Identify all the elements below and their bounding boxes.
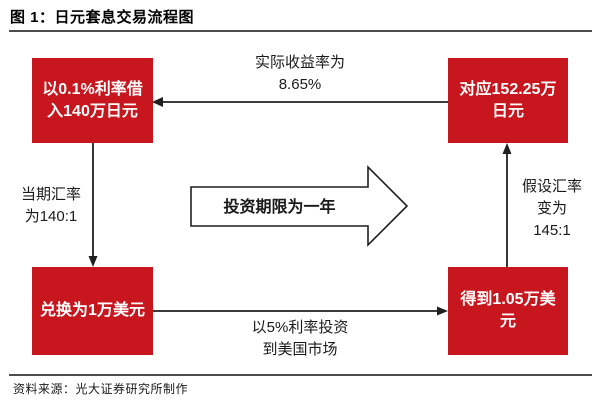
label-investment-period: 投资期限为一年: [223, 199, 336, 216]
box-repay-yen: 对应152.25万 日元: [448, 58, 568, 143]
source-note: 资料来源：光大证券研究所制作: [13, 382, 189, 396]
investment-period-block-arrow-icon: [190, 165, 409, 247]
box-receive-usd: 得到1.05万美 元: [448, 267, 568, 355]
label-spot-rate: 当期汇率 为140:1: [20, 186, 81, 225]
box-borrow-yen: 以0.1%利率借 入140万日元: [32, 58, 153, 143]
label-invest-us: 以5%利率投资 到美国市场: [251, 319, 349, 358]
exchange-down-arrow-icon: [88, 143, 98, 267]
rate-change-up-arrow-icon: [502, 143, 512, 267]
repay-left-arrow-icon: [152, 97, 448, 107]
label-actual-return: 实际收益率为 8.65%: [254, 54, 345, 93]
box-convert-usd: 兑换为1万美元: [32, 267, 153, 355]
figure-title: 图 1：日元套息交易流程图: [10, 9, 195, 26]
footer-divider: [9, 374, 592, 376]
invest-right-arrow-icon: [153, 306, 448, 316]
title-divider: [9, 30, 592, 32]
label-assumed-rate: 假设汇率 变为 145:1: [521, 178, 582, 239]
